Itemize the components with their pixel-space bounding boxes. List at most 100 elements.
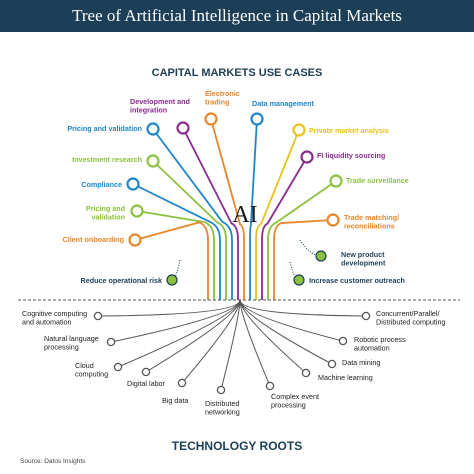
node-pricing-validation-left: [130, 204, 144, 218]
use-case-label-line: development: [341, 259, 386, 268]
root-label-line: Big data: [162, 396, 188, 405]
root-label-machine-learning: Machine learning: [318, 373, 373, 382]
use-case-label-private-market-analysis: Private market analysis: [309, 126, 389, 135]
use-case-label-line: Compliance: [81, 180, 122, 189]
root-line-big-data: [181, 299, 241, 384]
use-case-label-pricing-validation-top: Pricing and validation: [67, 124, 142, 133]
root-lines: [97, 299, 367, 391]
use-case-label-line: Pricing and: [86, 204, 125, 213]
root-label-concurrent-parallel-distributed: Concurrent/Parallel/Distributed computin…: [376, 309, 446, 327]
root-label-line: Digital labor: [127, 379, 166, 388]
node-investment-research: [146, 154, 160, 168]
use-case-label-line: FI liquidity sourcing: [317, 151, 385, 160]
use-case-label-investment-research: Investment research: [72, 155, 142, 164]
root-label-line: Data mining: [342, 358, 380, 367]
use-case-label-line: New product: [341, 250, 385, 259]
use-case-label-line: Electronic: [205, 89, 240, 98]
root-line-cognitive-computing: [97, 299, 241, 317]
use-case-label-increase-customer-outreach: Increase customer outreach: [309, 276, 405, 285]
use-case-label-line: integration: [130, 106, 167, 115]
branch-fi-liquidity-sourcing: [261, 156, 308, 300]
use-case-label-line: Client onboarding: [63, 235, 125, 244]
root-label-line: Cloud: [75, 361, 94, 370]
use-case-label-line: reconciliations: [344, 222, 395, 231]
root-node-cognitive-computing: [93, 311, 103, 321]
root-node-concurrent-parallel-distributed: [361, 311, 371, 321]
branch-pricing-validation-top: [152, 128, 233, 300]
use-case-label-line: Investment research: [72, 155, 142, 164]
connector-reduce-operational-risk: [171, 259, 181, 281]
use-case-label-line: Trade surveillance: [346, 176, 409, 185]
use-case-label-compliance: Compliance: [81, 180, 122, 189]
root-label-line: Distributed: [205, 399, 239, 408]
branch-client-onboarding: [134, 221, 209, 300]
root-label-line: processing: [44, 343, 79, 352]
root-node-cloud-computing: [113, 362, 123, 372]
use-case-label-line: Development and: [130, 97, 190, 106]
use-case-label-line: Data management: [252, 99, 315, 108]
branch-development-integration: [182, 127, 239, 300]
use-case-label-reduce-operational-risk: Reduce operational risk: [81, 276, 162, 285]
use-case-label-line: Private market analysis: [309, 126, 389, 135]
use-case-label-line: validation: [91, 213, 125, 222]
root-label-digital-labor: Digital labor: [127, 379, 166, 388]
use-case-label-trade-matching: Trade matching/reconciliations: [344, 213, 399, 231]
use-case-label-line: Increase customer outreach: [309, 276, 405, 285]
use-case-label-line: Reduce operational risk: [81, 276, 162, 285]
root-line-robotic-process-automation: [239, 299, 344, 342]
root-node-complex-event-processing: [265, 381, 275, 391]
node-electronic-trading: [204, 112, 218, 126]
root-label-line: Complex event: [271, 392, 319, 401]
root-label-line: computing: [75, 370, 108, 379]
branch-private-market-analysis: [255, 129, 300, 300]
node-trade-matching: [326, 213, 340, 227]
root-label-line: and automation: [22, 318, 72, 327]
branch-trade-surveillance: [267, 180, 337, 300]
root-label-line: networking: [205, 408, 240, 417]
root-node-robotic-process-automation: [338, 336, 348, 346]
use-case-label-line: Trade matching/: [344, 213, 399, 222]
branch-electronic-trading: [210, 118, 245, 300]
root-line-digital-labor: [145, 299, 241, 373]
use-cases-heading: CAPITAL MARKETS USE CASES: [152, 67, 323, 79]
ai-label: AI: [232, 202, 257, 228]
root-node-digital-labor: [141, 367, 151, 377]
root-label-big-data: Big data: [162, 396, 188, 405]
root-node-distributed-networking: [216, 385, 226, 395]
roots-heading: TECHNOLOGY ROOTS: [172, 439, 302, 453]
root-label-line: processing: [271, 401, 306, 410]
connector-increase-customer-outreach: [289, 261, 300, 281]
root-label-line: Cognitive computing: [22, 309, 87, 318]
root-label-line: Concurrent/Parallel/: [376, 309, 440, 318]
branch-investment-research: [152, 160, 227, 300]
branch-trade-matching: [273, 219, 334, 300]
use-case-label-trade-surveillance: Trade surveillance: [346, 176, 409, 185]
node-reduce-operational-risk: [166, 274, 178, 286]
root-label-line: Robotic process: [354, 335, 406, 344]
node-client-onboarding: [128, 233, 142, 247]
node-compliance: [126, 177, 140, 191]
use-case-label-client-onboarding: Client onboarding: [63, 235, 125, 244]
root-line-concurrent-parallel-distributed: [239, 299, 367, 317]
root-node-machine-learning: [301, 368, 311, 378]
branch-data-management: [249, 118, 258, 300]
root-label-line: automation: [354, 344, 390, 353]
use-case-label-data-management: Data management: [252, 99, 315, 108]
node-fi-liquidity-sourcing: [300, 150, 314, 164]
use-case-label-line: Pricing and validation: [67, 124, 142, 133]
title-banner: Tree of Artificial Intelligence in Capit…: [0, 0, 474, 32]
node-data-management: [250, 112, 264, 126]
branch-compliance: [132, 183, 221, 300]
root-node-big-data: [177, 378, 187, 388]
